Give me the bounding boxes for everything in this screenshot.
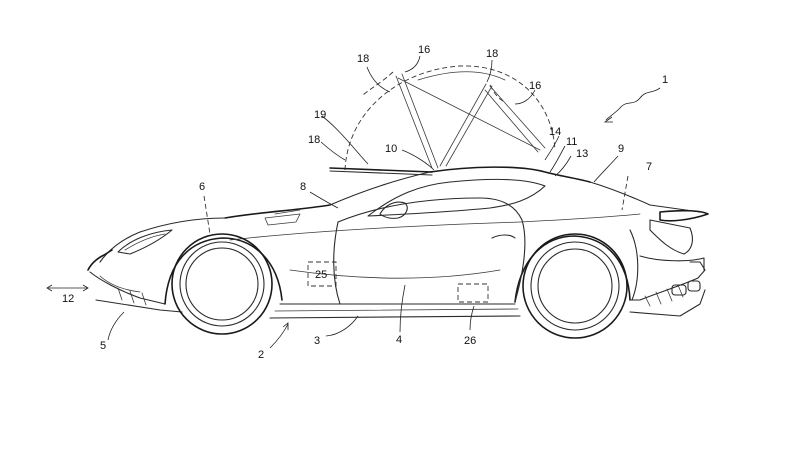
front-wheel xyxy=(171,233,273,335)
label-8: 8 xyxy=(300,181,306,193)
label-11: 11 xyxy=(566,136,577,148)
car-body xyxy=(87,166,709,319)
label-5: 5 xyxy=(100,340,106,352)
label-12: 12 xyxy=(62,293,74,305)
roof-deployment-arc xyxy=(344,65,556,171)
label-25: 25 xyxy=(315,269,327,281)
label-16-left: 16 xyxy=(418,44,430,56)
roof-panel-positions xyxy=(395,71,546,169)
label-18-top-left: 18 xyxy=(357,53,369,65)
roof-panel-retracted xyxy=(329,167,433,176)
leader-lines xyxy=(46,55,661,349)
label-10: 10 xyxy=(385,143,397,155)
component-box-25 xyxy=(307,261,337,287)
label-7: 7 xyxy=(646,161,652,173)
rear-wheel xyxy=(522,233,628,339)
label-26: 26 xyxy=(464,335,476,347)
label-16-right: 16 xyxy=(529,80,541,92)
label-6: 6 xyxy=(199,181,205,193)
label-2: 2 xyxy=(258,349,264,361)
label-14: 14 xyxy=(549,126,561,138)
label-9: 9 xyxy=(618,143,624,155)
label-18-top-right: 18 xyxy=(486,48,498,60)
label-18-left: 18 xyxy=(308,134,320,146)
label-13: 13 xyxy=(576,148,588,160)
component-box-26 xyxy=(457,283,489,303)
reference-labels: 16 18 18 16 1 19 18 14 11 10 13 9 7 6 8 … xyxy=(62,44,668,361)
label-19: 19 xyxy=(314,109,326,121)
label-3: 3 xyxy=(314,335,320,347)
label-4: 4 xyxy=(396,334,402,346)
label-1: 1 xyxy=(662,74,668,86)
